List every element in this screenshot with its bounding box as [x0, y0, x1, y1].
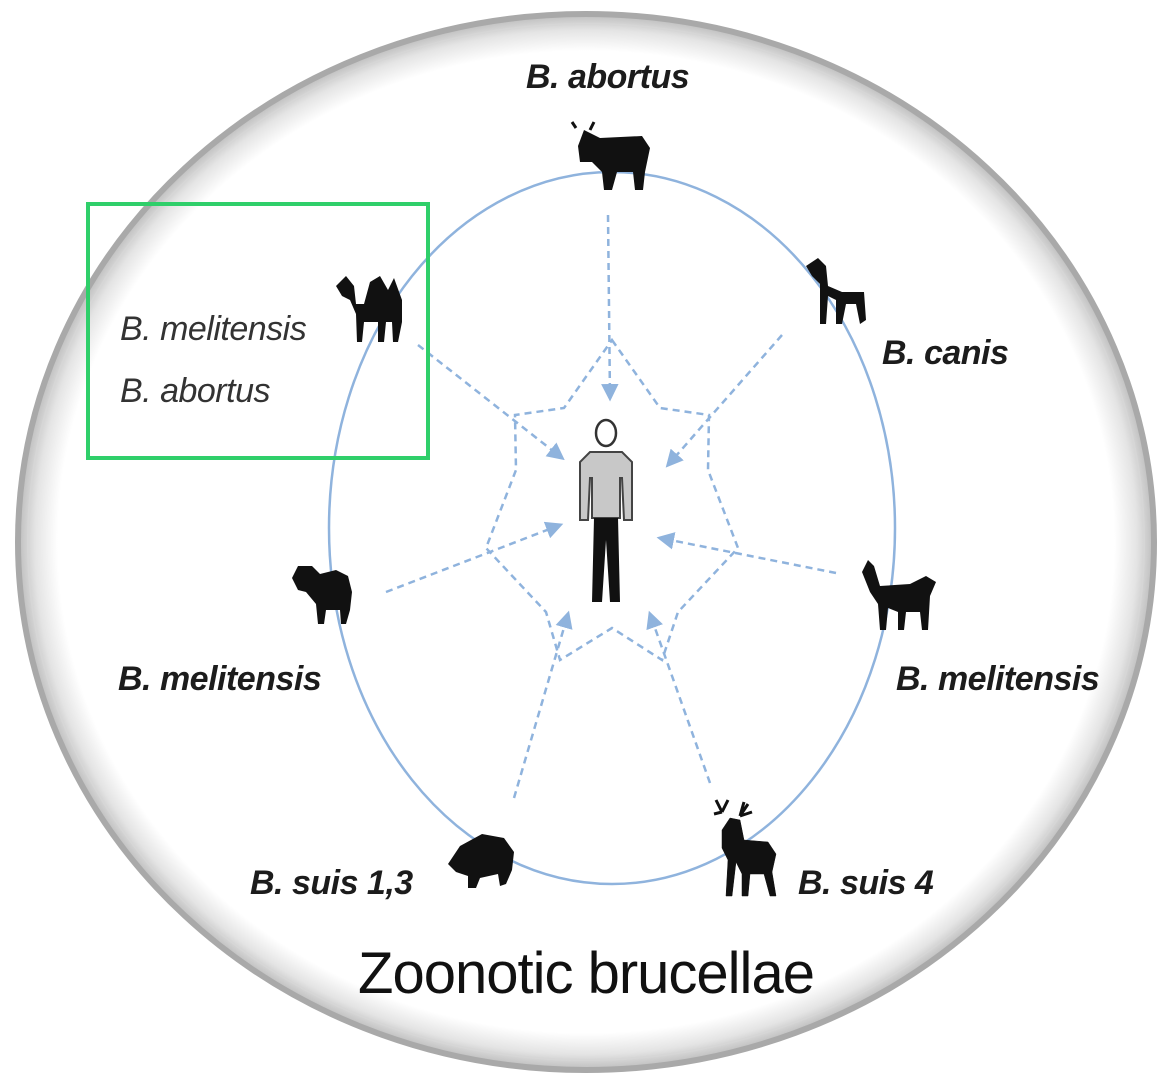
label-goat: B. melitensis — [896, 662, 1099, 696]
label-sheep: B. melitensis — [118, 662, 321, 696]
label-camel-melitensis: B. melitensis — [120, 312, 306, 346]
label-cattle: B. abortus — [526, 60, 689, 94]
diagram-title: Zoonotic brucellae — [0, 940, 1172, 1007]
label-reindeer: B. suis 4 — [798, 866, 933, 900]
label-camel-abortus: B. abortus — [120, 374, 270, 408]
label-pig: B. suis 1,3 — [250, 866, 413, 900]
label-dog: B. canis — [882, 336, 1008, 370]
